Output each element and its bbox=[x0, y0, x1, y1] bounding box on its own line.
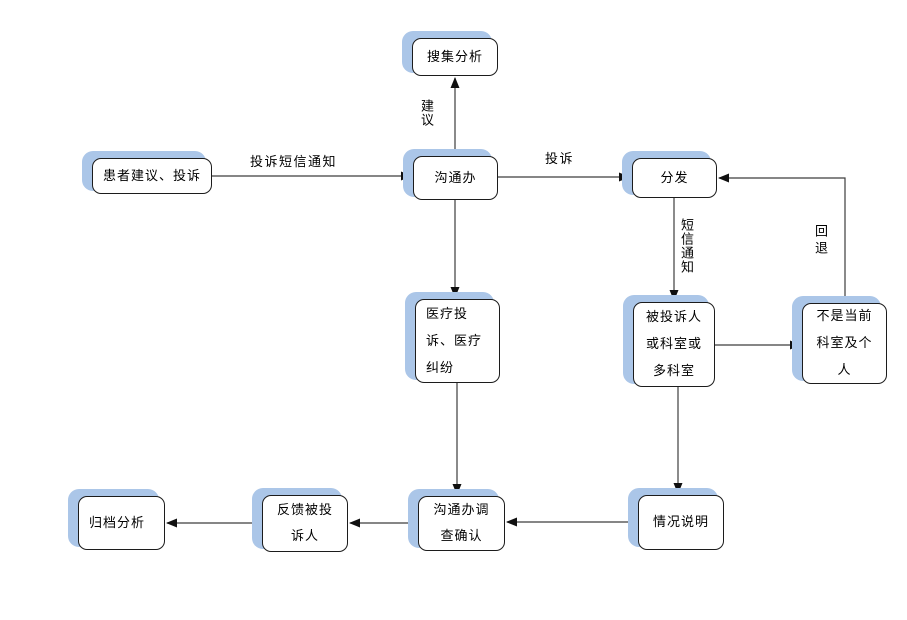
node-distribute[interactable]: 分发 bbox=[632, 158, 717, 198]
node-situation-explanation-label: 情况说明 bbox=[652, 515, 709, 530]
node-not-current-department-label: 不是当前 科室及个 人 bbox=[816, 309, 873, 378]
node-respondent-or-department-label: 被投诉人 或科室或 多科室 bbox=[645, 310, 702, 379]
node-distribute-label: 分发 bbox=[660, 170, 689, 186]
node-medical-complaint-dispute[interactable]: 医疗投 诉、医疗 纠纷 bbox=[415, 299, 500, 383]
node-respondent-or-department[interactable]: 被投诉人 或科室或 多科室 bbox=[633, 302, 715, 387]
node-patient-suggestion-complaint-label: 患者建议、投诉 bbox=[102, 168, 201, 184]
node-situation-explanation[interactable]: 情况说明 bbox=[638, 495, 724, 550]
node-medical-complaint-dispute-label: 医疗投 诉、医疗 纠纷 bbox=[426, 306, 483, 376]
edge-label-return-back: 回退 bbox=[810, 224, 828, 258]
node-feedback-respondent[interactable]: 反馈被投 诉人 bbox=[262, 495, 348, 552]
edge-label-complaint: 投诉 bbox=[544, 148, 576, 167]
node-archive-analysis-label: 归档分析 bbox=[89, 515, 146, 531]
node-communication-office[interactable]: 沟通办 bbox=[413, 156, 498, 200]
node-collect-analysis-label: 搜集分析 bbox=[426, 49, 483, 65]
node-collect-analysis[interactable]: 搜集分析 bbox=[412, 38, 498, 76]
node-comm-office-investigation[interactable]: 沟通办调 查确认 bbox=[418, 496, 505, 551]
node-archive-analysis[interactable]: 归档分析 bbox=[78, 496, 165, 550]
edge-label-complaint-sms-notice: 投诉短信通知 bbox=[249, 151, 339, 170]
edge-label-suggestion: 建议 bbox=[416, 99, 434, 127]
node-comm-office-investigation-label: 沟通办调 查确认 bbox=[433, 502, 490, 544]
node-patient-suggestion-complaint[interactable]: 患者建议、投诉 bbox=[92, 158, 212, 194]
node-communication-office-label: 沟通办 bbox=[434, 170, 477, 186]
edge-label-sms-notice: 短信通知 bbox=[676, 218, 694, 274]
node-feedback-respondent-label: 反馈被投 诉人 bbox=[276, 502, 333, 544]
node-not-current-department[interactable]: 不是当前 科室及个 人 bbox=[802, 303, 887, 384]
